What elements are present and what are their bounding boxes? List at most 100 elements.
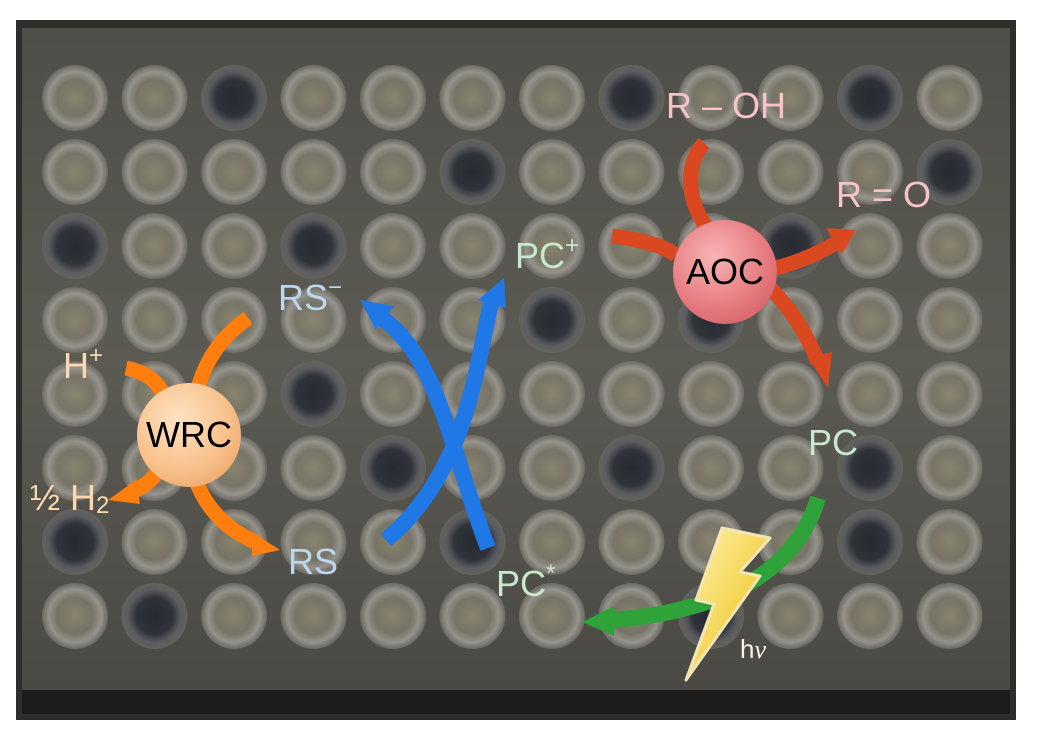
well-dark	[201, 65, 267, 131]
well-light	[837, 139, 903, 205]
aoc-label: AOC	[685, 251, 764, 292]
well-light	[757, 65, 824, 131]
well-light	[519, 361, 585, 427]
well-light	[42, 287, 108, 353]
well-light	[916, 287, 983, 353]
aoc-circle: AOC	[673, 220, 777, 324]
plate-background	[22, 28, 1010, 692]
blue-arrow-pcstar-to-rsminus	[377, 311, 496, 551]
aoc-arrowhead-ro	[826, 228, 856, 254]
aoc-arrow-to-ro	[774, 235, 842, 276]
label-pc-plus: PC+	[515, 234, 579, 276]
lightning-bolt-icon	[684, 526, 772, 682]
well-dark	[837, 509, 903, 575]
well-light	[42, 583, 108, 649]
well-light	[916, 213, 983, 279]
well-light	[519, 213, 585, 279]
well-light	[757, 435, 824, 501]
well-dark	[519, 287, 585, 353]
aoc-arrow-to-pc	[764, 282, 825, 365]
well-dark	[598, 65, 665, 131]
well-light	[121, 65, 188, 131]
label-pc: PC	[808, 422, 859, 463]
well-dark	[121, 583, 188, 649]
well-light	[42, 435, 108, 501]
well-light	[837, 287, 903, 353]
well-light	[519, 509, 585, 575]
well-light	[360, 139, 426, 205]
green-arrowhead-pcstar	[582, 606, 614, 636]
well-light	[598, 287, 665, 353]
well-dark	[837, 65, 903, 131]
well-light	[42, 361, 108, 427]
well-light	[678, 435, 744, 501]
label-rs-minus: RS−	[278, 276, 342, 318]
label-half-h2-sub: 2	[96, 492, 110, 519]
well-light	[360, 583, 426, 649]
well-light	[598, 139, 665, 205]
well-light	[280, 139, 347, 205]
blue-arrow-rs-to-pcplus	[380, 297, 500, 547]
well-light	[360, 213, 426, 279]
aoc-arrow-from-pcplus	[610, 228, 681, 262]
well-light	[598, 361, 665, 427]
label-pc-star: PC*	[496, 562, 555, 602]
aoc-arrows	[610, 138, 842, 365]
label-half-h2-base: ½ H	[30, 477, 97, 518]
well-light	[280, 583, 347, 649]
blue-arrowhead-pcplus	[478, 278, 506, 308]
well-light	[121, 509, 188, 575]
wrc-arrowhead-rs	[252, 532, 280, 556]
well-light	[916, 435, 983, 501]
wrc-label: WRC	[146, 414, 232, 455]
well-light	[916, 361, 983, 427]
well-light	[916, 65, 983, 131]
well-light	[439, 65, 506, 131]
label-h-plus-sup: +	[89, 342, 104, 369]
well-light	[121, 287, 188, 353]
well-light	[201, 213, 267, 279]
wrc-arrowhead-h2	[108, 480, 140, 504]
well-light	[757, 361, 824, 427]
well-light	[916, 509, 983, 575]
well-light	[42, 139, 108, 205]
blue-arrows	[377, 297, 500, 551]
well-light	[837, 361, 903, 427]
well-light	[280, 509, 347, 575]
well-light	[519, 583, 585, 649]
well-light	[678, 361, 744, 427]
well-dark	[360, 435, 426, 501]
well-light	[598, 509, 665, 575]
label-rs-minus-base: RS	[278, 277, 329, 318]
well-dark	[837, 435, 903, 501]
well-light	[201, 583, 267, 649]
well-dark	[439, 139, 506, 205]
well-light	[280, 435, 347, 501]
label-r-oh: R – OH	[666, 85, 787, 126]
label-h-plus-base: H	[63, 345, 89, 386]
aoc-arrowhead-pc	[808, 352, 832, 388]
label-hv: hv	[740, 634, 766, 665]
well-light	[360, 65, 426, 131]
blue-arrowhead-rsminus	[360, 300, 394, 330]
well-light	[360, 361, 426, 427]
wrc-circle: WRC	[137, 383, 241, 487]
plate-bottom-edge	[22, 690, 1010, 714]
well-dark	[42, 509, 108, 575]
well-light	[439, 583, 506, 649]
label-pc-plus-sup: +	[565, 232, 580, 259]
well-light	[757, 139, 824, 205]
well-light	[201, 139, 267, 205]
well-dark	[598, 435, 665, 501]
label-hv-nu: v	[754, 635, 767, 664]
label-h-plus: H+	[63, 344, 103, 386]
well-light	[280, 65, 347, 131]
well-light	[678, 65, 744, 131]
label-hv-h: h	[740, 634, 755, 664]
label-pc-plus-base: PC	[515, 235, 566, 276]
wrc-arrow-from-hplus	[124, 360, 169, 396]
well-dark	[280, 361, 347, 427]
well-dark	[280, 213, 347, 279]
well-light	[757, 583, 824, 649]
